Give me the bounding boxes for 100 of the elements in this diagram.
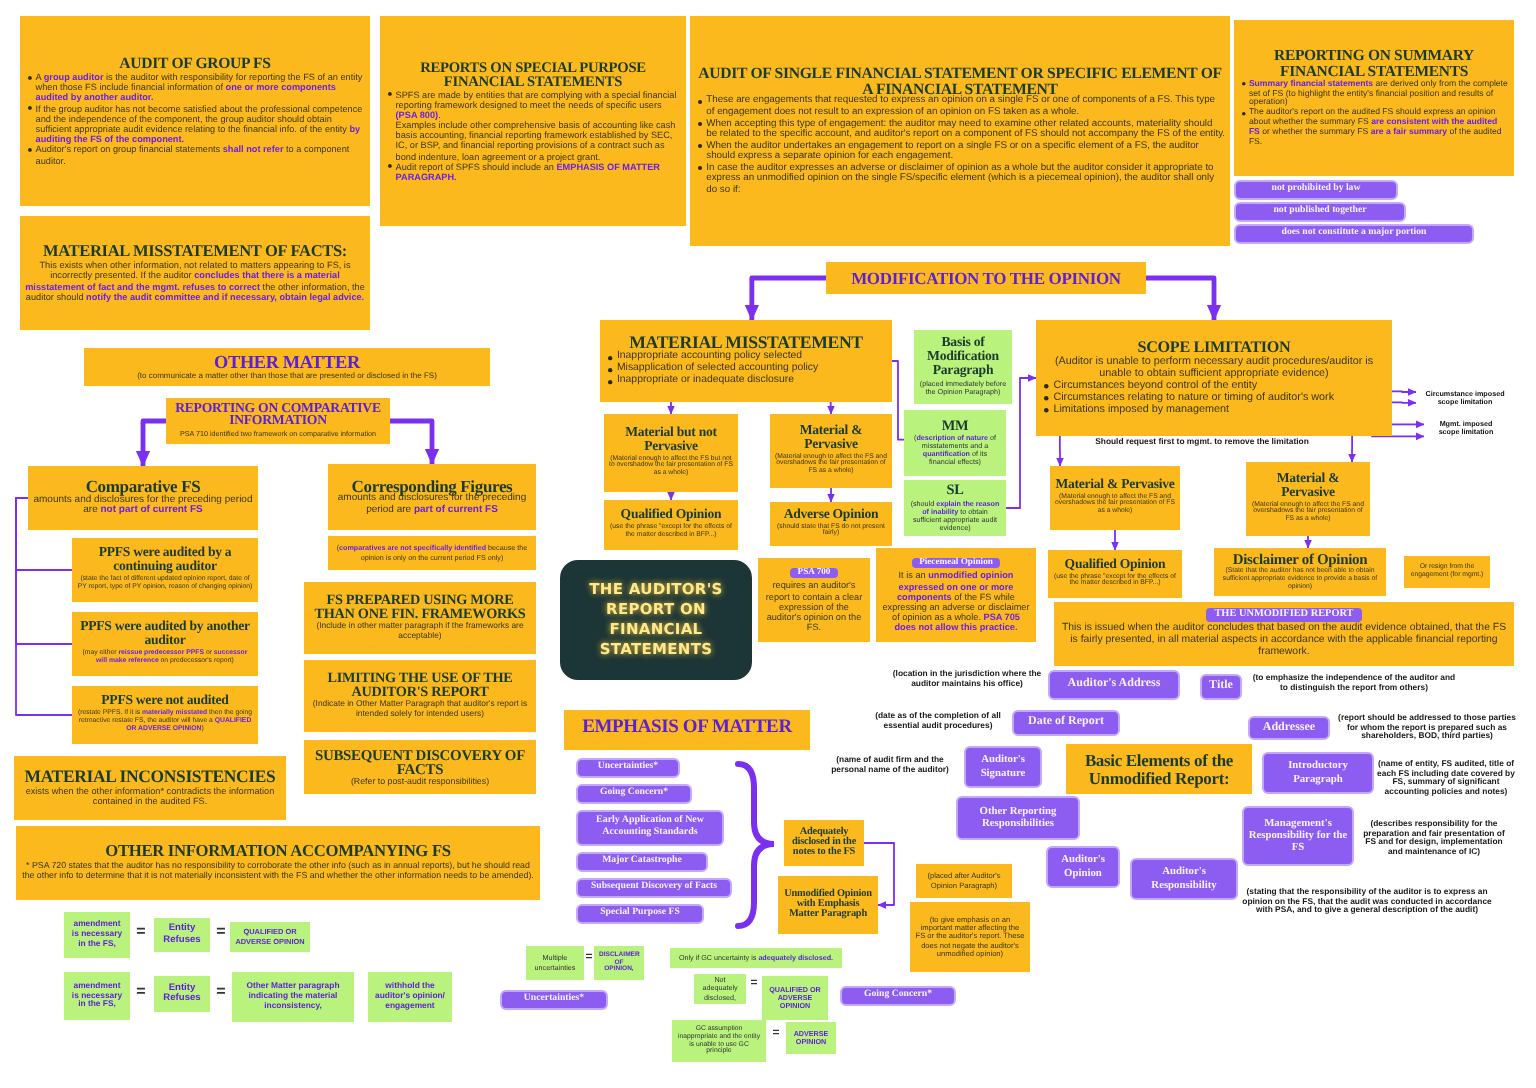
arrow <box>1304 535 1312 549</box>
note-card <box>826 262 1146 294</box>
note-card <box>604 500 738 550</box>
tag-pill <box>840 986 956 1006</box>
tag-pill <box>576 810 724 846</box>
note-card <box>564 710 810 750</box>
sticky-note <box>694 974 746 1004</box>
heading: OTHER INFORMATION ACCOMPANYING FS <box>103 844 453 861</box>
tag-pill <box>1262 752 1374 794</box>
arrow <box>1146 275 1222 321</box>
note-card <box>166 398 390 444</box>
sticky-note <box>670 948 842 968</box>
tag-pill <box>1200 674 1242 700</box>
note-card <box>328 464 536 530</box>
heading: Basic Elements of the Unmodified Report: <box>1082 752 1236 786</box>
tag-pill <box>1234 224 1474 244</box>
note-card <box>14 756 286 820</box>
tag-pill <box>1130 858 1238 900</box>
arrow <box>1391 388 1417 396</box>
tag-pill <box>1234 202 1406 222</box>
sticky-note <box>904 410 1006 476</box>
tag-pill <box>500 990 608 1010</box>
sticky-note <box>368 972 452 1022</box>
heading: MATERIAL INCONSISTENCIES <box>22 768 278 787</box>
note-card <box>304 582 536 654</box>
arrow <box>1391 399 1417 407</box>
note-card <box>1036 320 1392 436</box>
tag-pill <box>1046 846 1120 888</box>
tag-pill <box>1012 710 1120 736</box>
sticky-note <box>904 480 1006 536</box>
tag-pill <box>576 904 704 924</box>
note-card <box>758 558 870 642</box>
heading: Corresponding Figures <box>351 477 513 495</box>
arrow <box>1005 374 1037 509</box>
note-card <box>876 548 1036 642</box>
note-card <box>1246 462 1370 536</box>
note-card <box>72 612 258 676</box>
sticky-note <box>914 330 1012 404</box>
note-card <box>770 414 892 488</box>
sticky-note <box>64 972 130 1020</box>
note-card <box>1404 556 1490 588</box>
sticky-note <box>154 918 210 952</box>
note-card <box>1234 20 1514 176</box>
note-card <box>28 466 258 530</box>
sticky-note <box>154 976 210 1012</box>
heading: MATERIAL MISSTATEMENT OF FACTS: <box>40 243 349 261</box>
note-card <box>20 16 370 206</box>
arrow <box>1391 420 1425 429</box>
tag-pill <box>964 746 1042 788</box>
arrow <box>744 275 826 321</box>
note-card <box>1066 744 1252 794</box>
note-card <box>910 902 1030 972</box>
sticky-note <box>762 976 828 1020</box>
tag-pill <box>576 852 708 872</box>
note-card <box>20 216 370 330</box>
arrow <box>1348 435 1356 463</box>
arrow <box>1371 432 1425 441</box>
tag-pill <box>576 878 732 898</box>
note-card <box>380 16 686 226</box>
equals-sign: = <box>134 924 148 944</box>
arrow <box>667 401 675 415</box>
heading: MATERIAL MISSTATEMENT <box>629 334 865 353</box>
note-card <box>304 740 536 794</box>
note-card <box>72 686 258 744</box>
note-card <box>916 864 1012 898</box>
heading: OTHER MATTER <box>212 353 363 372</box>
sticky-note <box>526 946 584 980</box>
tag-pill <box>576 784 692 804</box>
heading: MODIFICATION TO THE OPINION <box>849 269 1123 287</box>
note-card <box>770 502 892 546</box>
equals-sign: = <box>134 984 148 1004</box>
note-card <box>1054 602 1514 666</box>
arrow <box>390 418 440 465</box>
sticky-note <box>786 1022 836 1054</box>
chalkboard-panel <box>560 560 752 680</box>
arrow <box>827 401 835 415</box>
note-card <box>1050 466 1180 530</box>
heading: Comparative FS <box>85 478 201 496</box>
note-card <box>778 876 878 934</box>
note-card <box>690 16 1230 246</box>
tag-pill <box>1234 180 1398 200</box>
arrow <box>135 418 166 467</box>
tag-pill <box>956 796 1080 840</box>
note-card <box>304 660 536 732</box>
note-card <box>328 536 536 570</box>
heading: SCOPE LIMITATION <box>1135 339 1293 356</box>
connector-line <box>15 497 73 716</box>
note-card <box>1214 548 1386 596</box>
note-card <box>16 826 540 900</box>
note-card <box>1048 550 1182 598</box>
note-card <box>84 348 490 386</box>
note-card <box>72 538 258 602</box>
arrow <box>1111 529 1119 551</box>
arrow <box>667 491 675 501</box>
tag-pill <box>1048 670 1180 700</box>
sticky-note <box>64 912 130 958</box>
note-card <box>604 414 738 492</box>
arrow <box>827 487 835 503</box>
equals-sign: = <box>214 924 228 944</box>
note-card <box>784 820 864 866</box>
